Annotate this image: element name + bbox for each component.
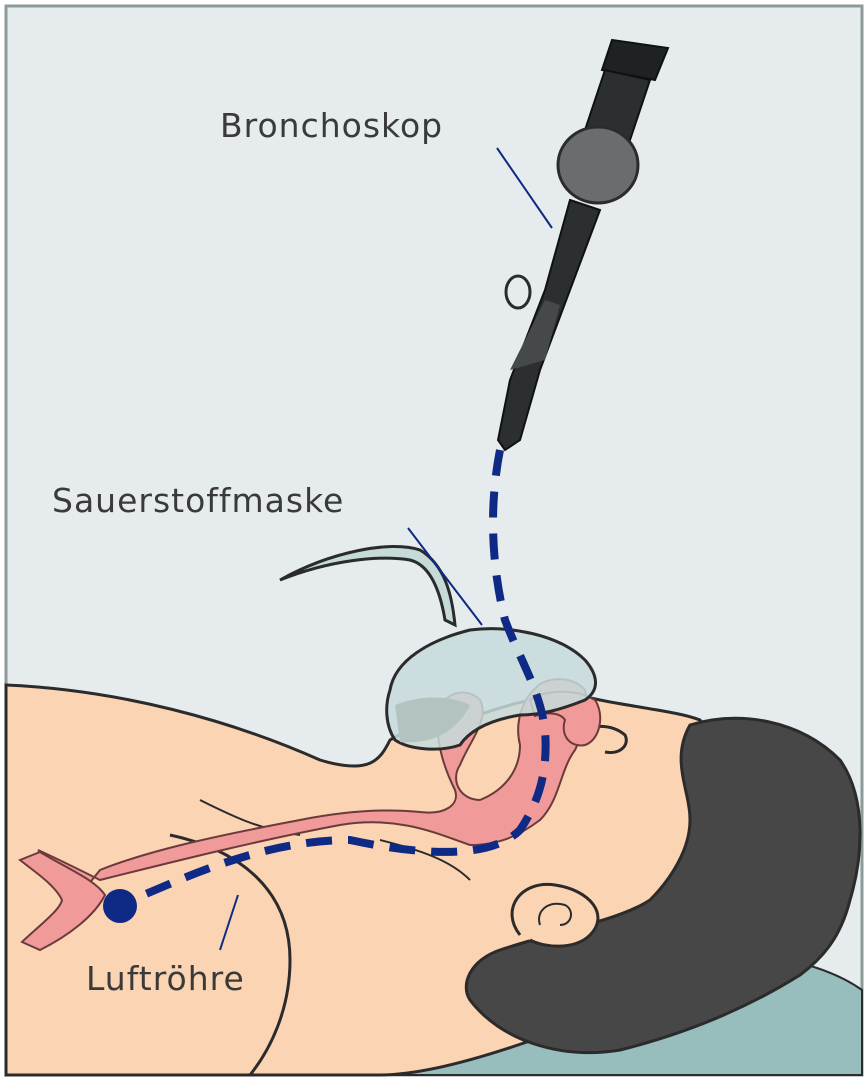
oxygen-mask-label: Sauerstoffmaske bbox=[52, 481, 344, 520]
scope-tip-marker bbox=[103, 889, 137, 923]
trachea-label: Luftröhre bbox=[86, 959, 245, 998]
bronchoscope-label: Bronchoskop bbox=[220, 106, 443, 145]
scope-control-knob bbox=[558, 127, 638, 203]
